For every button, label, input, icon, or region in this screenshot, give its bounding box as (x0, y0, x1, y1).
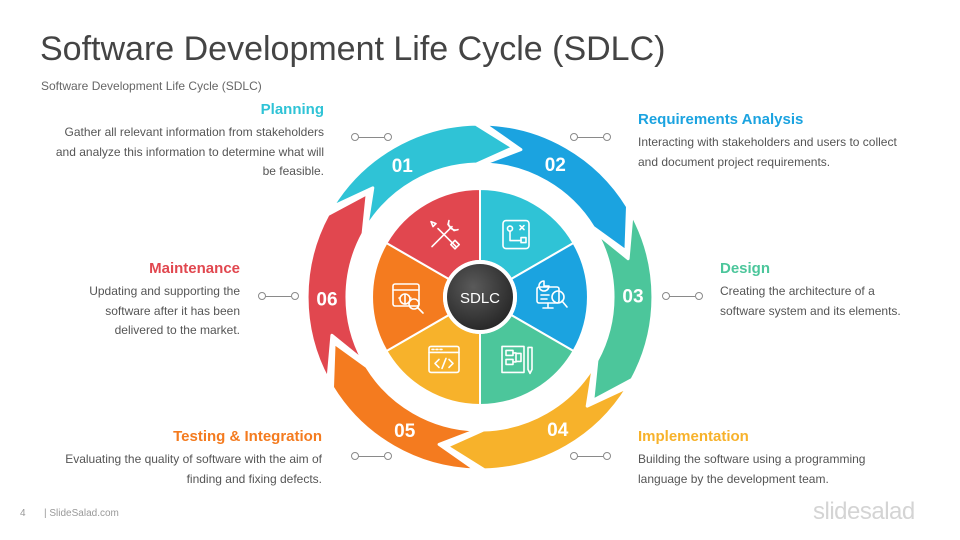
phase-title-maintenance: Maintenance (149, 260, 240, 277)
phase-title-requirements: Requirements Analysis (638, 111, 804, 128)
phase-number-design: 03 (622, 287, 643, 308)
slidesalad-logo: slidesalad (813, 498, 915, 525)
phase-title-implementation: Implementation (638, 428, 749, 445)
icons-layer (392, 219, 568, 375)
code-icon (428, 345, 460, 374)
phase-title-planning: Planning (260, 101, 324, 118)
tools-icon (430, 219, 461, 250)
footer-page-number: 4 (20, 508, 26, 519)
phase-number-implementation: 04 (547, 420, 569, 441)
phase-design: Design Creating the architecture of a so… (720, 259, 905, 321)
ring-segment-requirements (482, 122, 629, 253)
bug-icon (392, 283, 424, 314)
ring-segment-planning (331, 122, 515, 229)
center-label: SDLC (460, 290, 500, 307)
phase-desc-implementation: Building the software using a programmin… (638, 452, 866, 486)
phase-title-design: Design (720, 260, 771, 277)
analysis-icon (536, 280, 568, 309)
phase-number-requirements: 02 (545, 155, 566, 176)
ring-segment-design (591, 213, 655, 402)
phase-maintenance: Maintenance Updating and supporting the … (60, 259, 240, 341)
phase-title-testing: Testing & Integration (173, 428, 322, 445)
ring-segment-testing (331, 341, 478, 472)
phase-number-planning: 01 (392, 156, 414, 177)
phase-desc-design: Creating the architecture of a software … (720, 284, 901, 318)
phase-planning: Planning Gather all relevant information… (24, 100, 324, 182)
connector-requirements (570, 133, 611, 141)
connector-maintenance (258, 292, 299, 300)
page-title: Software Development Life Cycle (SDLC) (40, 30, 666, 68)
connector-testing (351, 452, 392, 460)
center-hub-circle (447, 264, 513, 330)
phase-number-maintenance: 06 (316, 289, 337, 310)
numbers-layer: 01 02 03 04 05 06 (316, 155, 643, 442)
connector-planning (351, 133, 392, 141)
page-subtitle: Software Development Life Cycle (SDLC) (41, 79, 262, 93)
footer-brand: | SlideSalad.com (44, 508, 119, 519)
phase-desc-testing: Evaluating the quality of software with … (65, 452, 322, 486)
phase-requirements: Requirements Analysis Interacting with s… (638, 110, 908, 172)
phase-implementation: Implementation Building the software usi… (638, 427, 903, 489)
ring-segment-maintenance (305, 192, 369, 381)
center-hub: SDLC (443, 260, 517, 334)
ring-segment-implementation (445, 365, 629, 472)
phase-testing: Testing & Integration Evaluating the qua… (22, 427, 322, 489)
phase-desc-requirements: Interacting with stakeholders and users … (638, 135, 897, 169)
phase-desc-planning: Gather all relevant information from sta… (55, 125, 324, 178)
connector-implementation (570, 452, 611, 460)
flowchart-icon (502, 219, 530, 250)
connector-design (662, 292, 703, 300)
blueprint-icon (501, 345, 533, 375)
phase-desc-maintenance: Updating and supporting the software aft… (89, 284, 240, 337)
outer-ring (305, 122, 655, 472)
phase-number-testing: 05 (394, 421, 416, 442)
